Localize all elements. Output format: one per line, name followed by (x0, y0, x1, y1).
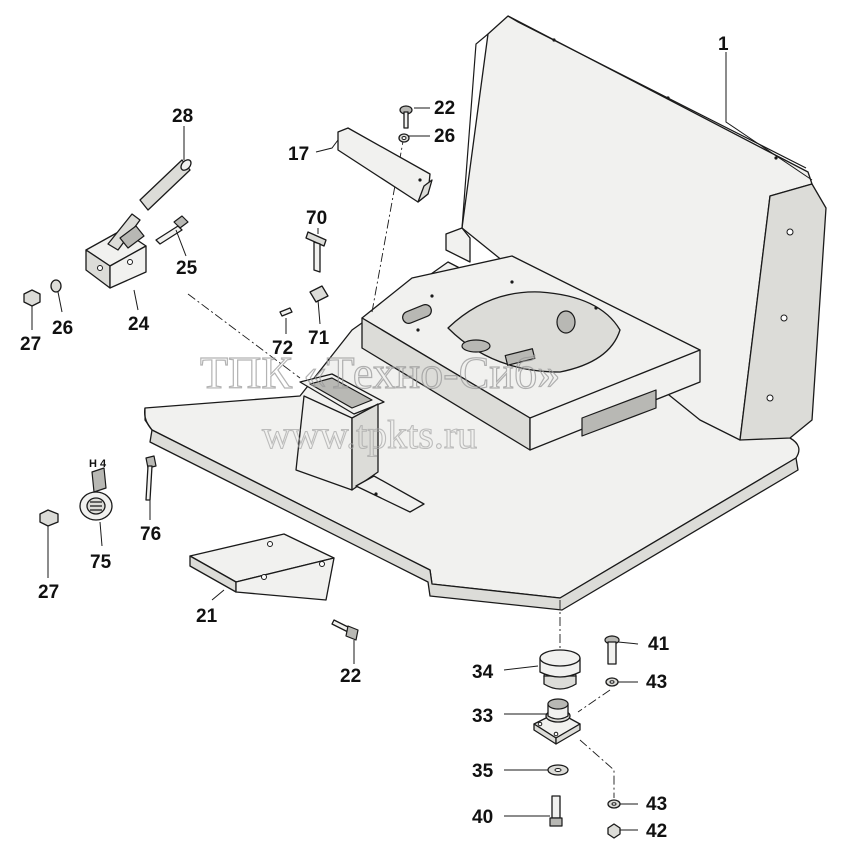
callout-75: 75 (90, 552, 112, 573)
nut-27-upper (23, 289, 41, 307)
washer-26-top (398, 133, 410, 143)
seat-box (361, 227, 701, 451)
switch-marking: H 4 (89, 458, 107, 470)
steering-tube-bracket (295, 373, 425, 513)
callout-labels: 1 28 22 26 17 70 25 27 26 24 72 71 76 75… (20, 34, 729, 842)
callout-27-upper: 27 (20, 334, 41, 355)
mount-33 (533, 698, 581, 745)
callout-72: 72 (272, 338, 293, 359)
bolt-40 (549, 795, 563, 827)
washer-26-left (50, 279, 62, 293)
clip-71 (309, 285, 329, 303)
callout-1: 1 (718, 34, 729, 55)
switch-75 (79, 467, 113, 521)
callout-70: 70 (306, 208, 327, 229)
callout-24: 24 (128, 314, 150, 335)
callout-42: 42 (646, 821, 667, 842)
callout-35: 35 (472, 761, 494, 782)
leader-lines (31, 52, 813, 831)
nut-27-lower (39, 509, 59, 527)
callout-43-top: 43 (646, 672, 667, 693)
callout-22-top: 22 (434, 98, 455, 119)
bolt-22-top (399, 105, 413, 129)
callout-17: 17 (288, 144, 309, 165)
key-70 (305, 231, 327, 273)
callout-71: 71 (308, 328, 330, 349)
callout-28: 28 (172, 106, 193, 127)
handle-rod-28 (139, 159, 192, 211)
bracket-21 (189, 533, 335, 601)
lever-block-24 (85, 213, 147, 289)
bolt-41 (604, 635, 620, 665)
callout-40: 40 (472, 807, 493, 828)
callout-22-bottom: 22 (340, 666, 361, 687)
callout-43-bottom: 43 (646, 794, 667, 815)
washer-35 (547, 764, 569, 776)
watermark-url: www.tpkts.ru (262, 412, 477, 457)
washer-43-bottom (607, 799, 621, 809)
callout-25: 25 (176, 258, 198, 279)
washer-43-top (605, 677, 619, 687)
nut-42 (607, 823, 621, 839)
back-wall-panel (461, 15, 827, 441)
bolt-76 (145, 455, 157, 501)
cover-17 (337, 127, 433, 203)
rubber-mount-34 (539, 649, 581, 690)
screw-72 (279, 307, 293, 317)
watermark: ТПК «Техно-Сиб» www.tpkts.ru (199, 346, 560, 457)
watermark-company: ТПК «Техно-Сиб» (200, 347, 560, 398)
callout-33: 33 (472, 706, 493, 727)
callout-26-left: 26 (52, 318, 73, 339)
callout-76: 76 (140, 524, 161, 545)
callout-21: 21 (196, 606, 218, 627)
callout-26-top: 26 (434, 126, 455, 147)
callout-41: 41 (648, 634, 670, 655)
bolt-22-bottom (331, 619, 359, 641)
callout-34: 34 (472, 662, 494, 683)
callout-27-lower: 27 (38, 582, 59, 603)
bolt-25 (155, 215, 189, 245)
